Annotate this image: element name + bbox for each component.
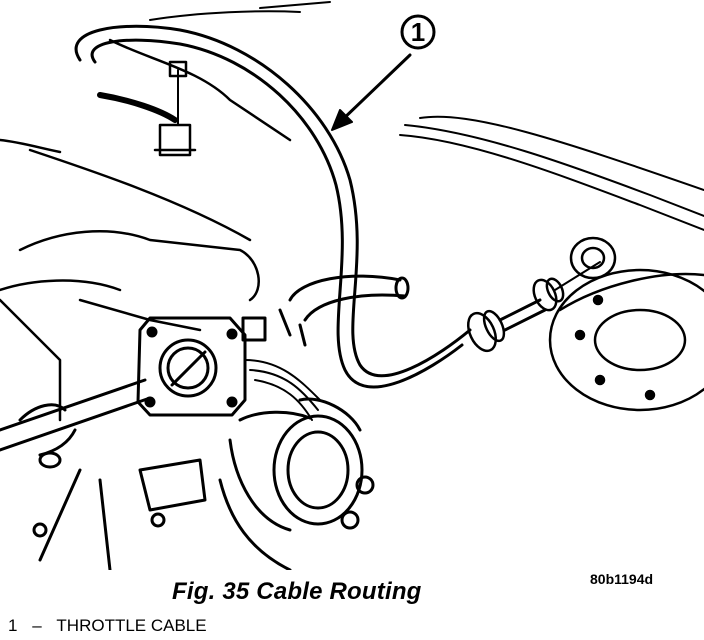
intake-manifold bbox=[0, 138, 260, 422]
vacuum-hose bbox=[278, 274, 410, 347]
figure-caption: Fig. 35 Cable Routing bbox=[172, 578, 422, 605]
engine-throttle-cable-illustration: 1 bbox=[0, 1, 704, 570]
legend-item: 1 – THROTTLE CABLE bbox=[8, 616, 207, 636]
cable-clip bbox=[97, 38, 292, 157]
fuel-rail bbox=[0, 378, 292, 570]
callout-number: 1 bbox=[411, 17, 425, 47]
wiring-harness bbox=[244, 359, 321, 421]
legend-number: 1 bbox=[8, 616, 18, 635]
throttle-cable bbox=[74, 24, 601, 389]
callout-1 bbox=[331, 14, 436, 131]
air-intake-tube bbox=[228, 397, 375, 532]
legend-separator: – bbox=[32, 616, 42, 635]
throttle-body bbox=[136, 316, 267, 417]
cable-adjuster bbox=[466, 277, 565, 353]
strut-tower bbox=[548, 268, 704, 412]
firewall-grommet bbox=[569, 236, 617, 280]
legend-label: THROTTLE CABLE bbox=[56, 616, 207, 635]
firewall-panel bbox=[149, 1, 704, 231]
figure-code: 80b1194d bbox=[590, 571, 654, 587]
